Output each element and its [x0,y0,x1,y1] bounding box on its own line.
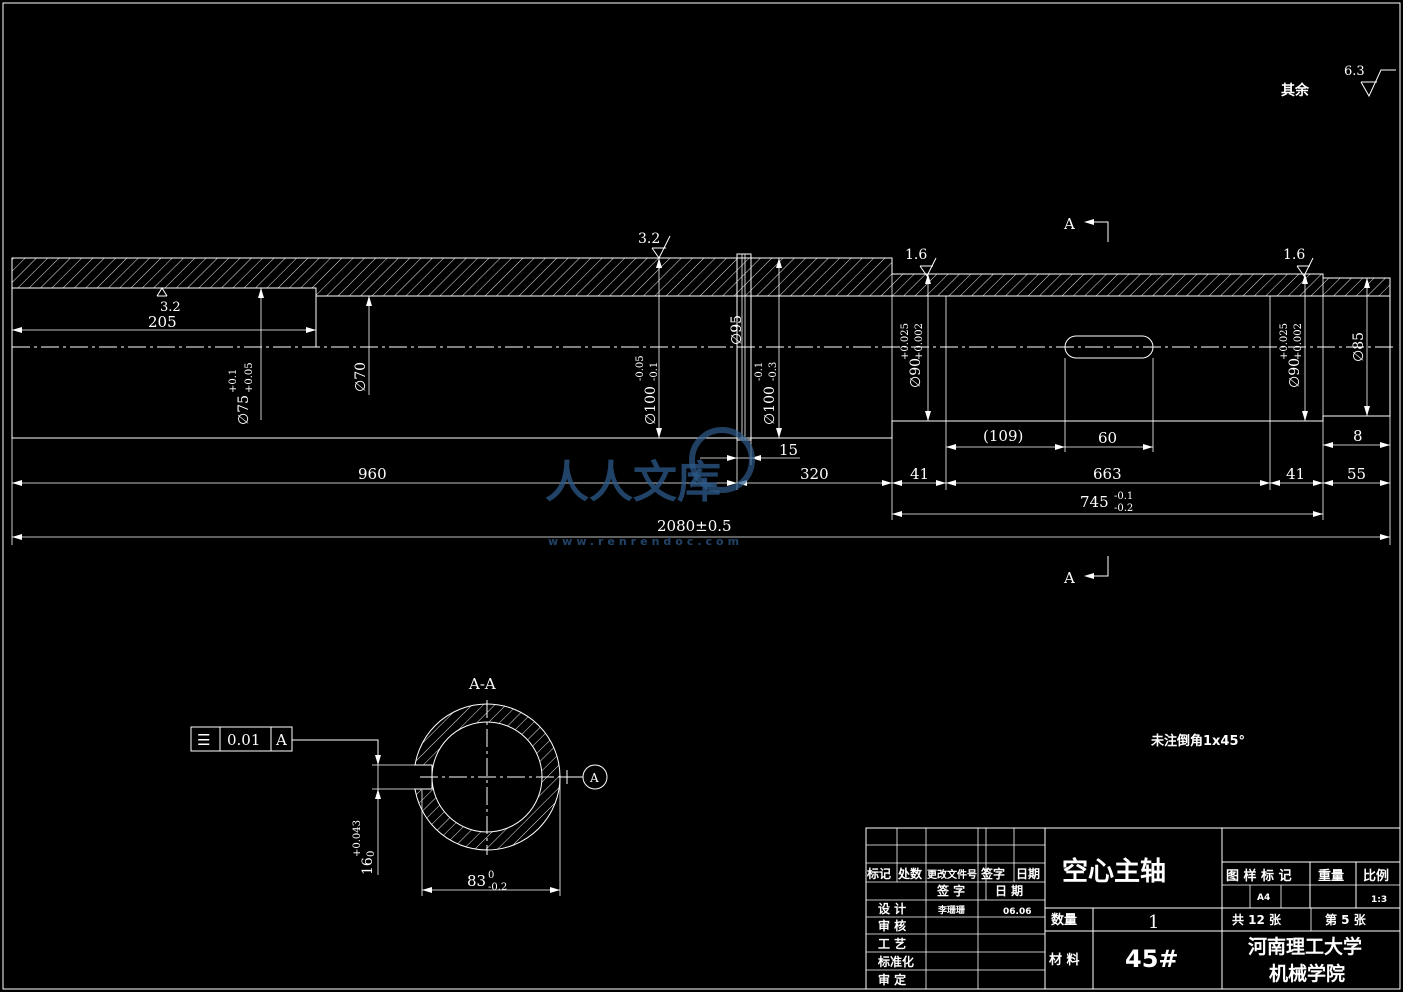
dim-d90-right: ∅90 [1287,358,1303,388]
role-design: 设 计 [878,901,906,916]
watermark-url: www.renrendoc.com [548,535,743,548]
design-date: 06.06 [1003,907,1031,917]
dim-d90-right-tol-up: +0.025 [1279,323,1290,360]
dim-16-tol-up: +0.043 [352,820,363,857]
dim-d90-left-tol-lo: +0.002 [914,323,925,360]
sign-row-sign: 签 字 [936,883,965,898]
col-drawing-mark: 图 样 标 记 [1226,868,1292,884]
role-approve: 审 定 [878,972,906,987]
roughness-label-32-bore: 3.2 [160,300,181,315]
dim-2080: 2080±0.5 [657,517,732,535]
section-view-aa [190,700,608,896]
dim-60: 60 [1098,429,1117,447]
dim-d85: ∅85 [1351,332,1367,362]
dim-d100b-tol-lo: -0.3 [768,362,779,381]
dim-15: 15 [779,441,798,459]
header-sign: 签字 [980,866,1005,881]
dim-8: 8 [1353,427,1363,445]
header-date: 日期 [1016,866,1040,881]
chamfer-note: 未注倒角1x45° [1150,733,1245,749]
role-process: 工 艺 [878,936,906,951]
section-mark-top: A [1063,215,1075,233]
section-view-label: A-A [468,675,496,693]
sheet-number: 第 5 张 [1325,912,1367,927]
shaft-section [11,253,1395,441]
section-cut-markers [1084,219,1109,579]
designer-name: 李珊珊 [937,904,965,916]
dim-d75-tol-lo: +0.05 [244,362,255,393]
roughness-label-16-right: 1.6 [1283,247,1305,263]
header-change-doc: 更改文件号 [927,868,977,881]
dim-83-tol-up: 0 [488,870,494,881]
flatness-symbol: ☰ [197,731,210,749]
section-mark-bottom: A [1063,569,1075,587]
paper-size: A4 [1257,893,1270,903]
roughness-label-32: 3.2 [638,231,660,247]
role-standard: 标准化 [877,954,914,969]
dim-d75-tol-up: +0.1 [228,369,239,393]
datum-a-label: A [589,771,599,785]
tolerance-value: 0.01 [227,731,260,749]
title-block-grid [865,827,1401,990]
department-name: 机械学院 [1269,962,1345,985]
dim-83: 83 [467,872,486,890]
dim-d70: ∅70 [353,362,369,392]
watermark-text: 人人文库 [545,457,721,508]
surface-note-value: 6.3 [1344,64,1365,79]
header-mark: 标记 [866,866,891,881]
dim-41-right: 41 [1286,465,1305,483]
material-value: 45# [1125,945,1179,973]
dim-109: (109) [983,427,1023,445]
dim-d90-left-tol-up: +0.025 [900,323,911,360]
role-review: 审 核 [878,918,906,933]
dim-41-left: 41 [910,465,929,483]
dim-d90-right-tol-lo: +0.002 [1293,323,1304,360]
dim-320: 320 [800,465,829,483]
tolerance-datum: A [275,731,287,749]
sign-row-date: 日 期 [995,883,1023,898]
dim-16-tol-lo: 0 [366,851,377,857]
col-scale: 比例 [1363,868,1389,884]
scale-value: 1:3 [1371,895,1387,905]
dim-d95: ∅95 [729,315,745,345]
dim-16: 16 [360,857,376,875]
dim-745: 745 [1080,493,1109,511]
material-label: 材 料 [1049,952,1080,968]
dim-663: 663 [1093,465,1122,483]
dim-205: 205 [148,313,177,331]
dim-d75: ∅75 [236,395,252,425]
qty-value: 1 [1148,912,1159,933]
dim-d100b-tol-up: -0.1 [754,362,765,381]
part-name: 空心主轴 [1062,856,1166,887]
surface-note-label: 其余 [1281,82,1310,99]
dim-d100a: ∅100 [643,386,659,425]
roughness-label-16-left: 1.6 [905,247,927,263]
dim-d100a-tol-lo: -0.1 [649,362,660,381]
header-count: 处数 [897,866,923,881]
watermark-logo-ring [689,427,755,493]
dim-960: 960 [358,465,387,483]
roughness-symbols [156,69,1396,297]
dim-d90-left: ∅90 [908,358,924,388]
dim-55: 55 [1347,465,1366,483]
sheets-total: 共 12 张 [1232,912,1282,927]
school-name: 河南理工大学 [1248,935,1362,958]
dim-83-tol-lo: -0.2 [488,882,507,893]
dim-d100a-tol-up: -0.05 [635,355,646,381]
dim-d100b: ∅100 [762,386,778,425]
dim-745-tol-up: -0.1 [1114,491,1133,502]
qty-label: 数量 [1051,912,1077,928]
col-weight: 重量 [1318,868,1344,884]
dim-745-tol-lo: -0.2 [1114,503,1133,514]
